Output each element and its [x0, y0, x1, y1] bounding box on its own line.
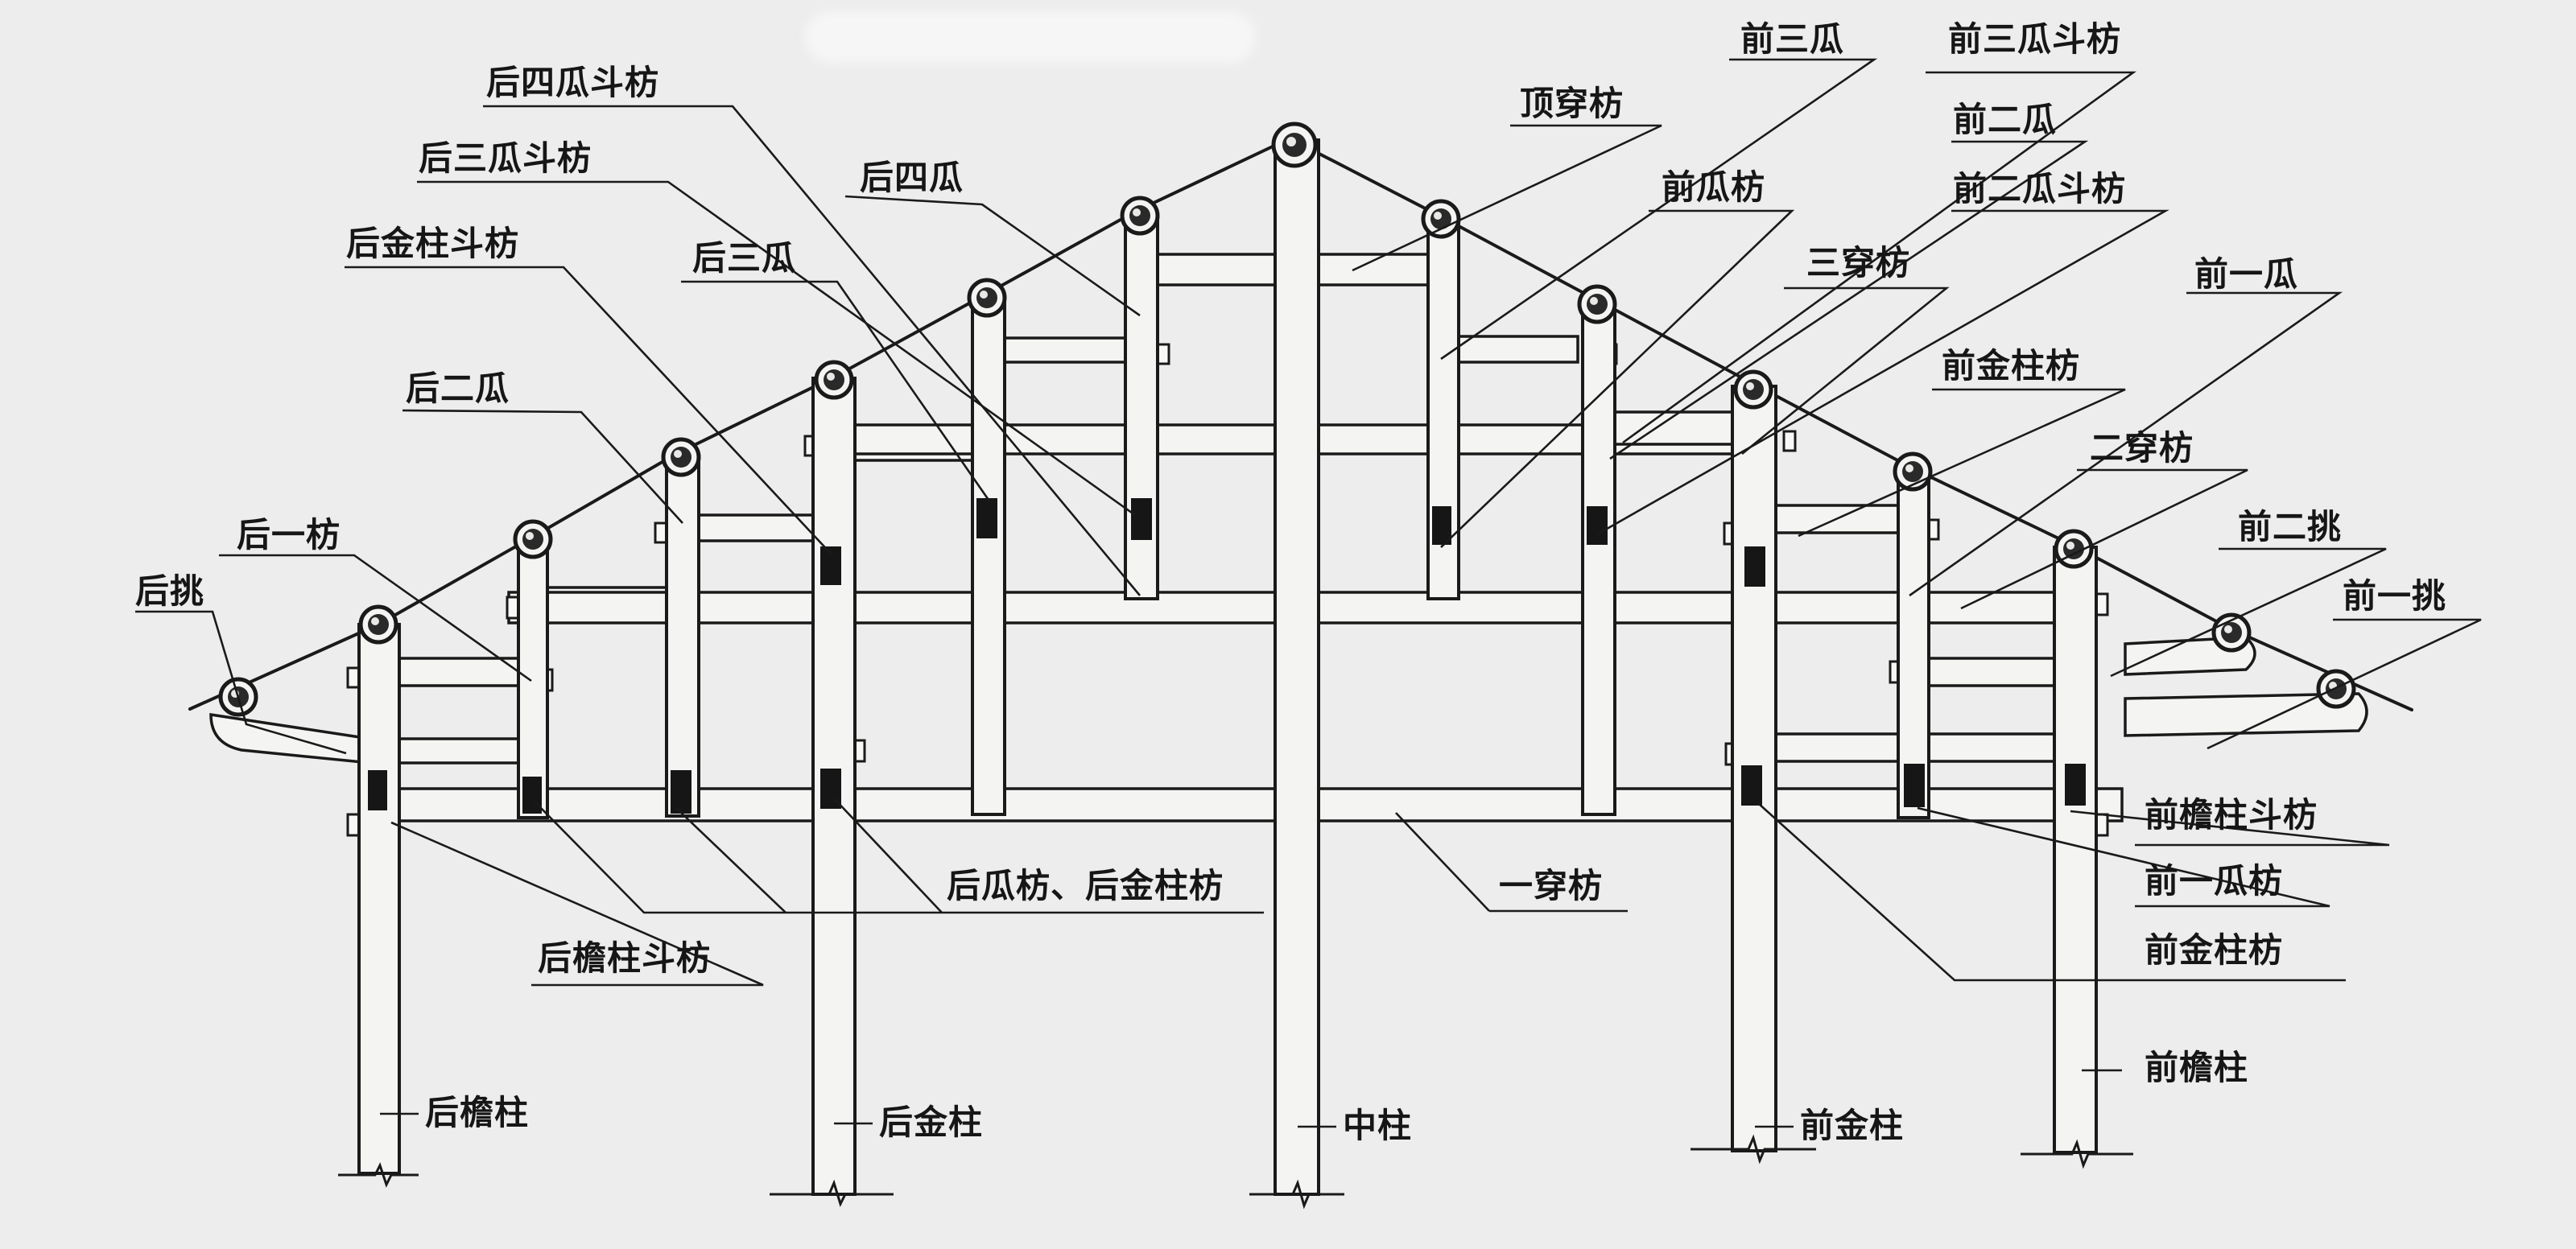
purlin-hou-san-gua	[967, 278, 1007, 318]
mortise-marks	[368, 498, 2086, 814]
label-hou-jin-zhu: 后金柱	[879, 1103, 984, 1142]
purlin-hou-jin	[814, 360, 854, 400]
label-hou-tiao: 后挑	[135, 571, 205, 611]
label-qian-yi-gua-fang: 前一瓜枋	[2145, 861, 2284, 901]
purlin-qian-san-gua	[1577, 284, 1617, 324]
rear-beam-f	[1003, 336, 1127, 364]
label-qian-er-gua: 前二瓜	[1953, 100, 2058, 139]
purlin-hou-yan	[358, 604, 398, 645]
label-hou-si-gua: 后四瓜	[860, 158, 964, 197]
paper-smudge	[805, 11, 1256, 63]
label-zhong-zhu: 中柱	[1343, 1106, 1413, 1145]
hou-jin-zhu-post	[811, 377, 857, 1196]
hou-yan-zhu-post	[357, 623, 401, 1175]
label-qian-gua-fang: 前瓜枋	[1662, 167, 1766, 207]
label-qian-yi-tiao: 前一挑	[2343, 576, 2447, 616]
hou-er-gua-post	[665, 454, 700, 818]
label-qian-jin-zhu-fang-lower: 前金柱枋	[2145, 930, 2284, 970]
front-beam-e	[1771, 732, 1906, 763]
label-hou-er-gua: 后二瓜	[406, 369, 510, 408]
yi-chuan-fang-beam	[374, 787, 2124, 822]
roof-slope-lines	[188, 137, 2413, 711]
purlin-hou-yi-gua	[513, 519, 553, 559]
purlin-ridge	[1271, 122, 1318, 168]
rear-tie-beams	[374, 336, 1127, 816]
label-hou-yan-zhu: 后檐柱	[425, 1093, 530, 1132]
label-hou-san-gua-dou-fang: 后三瓜斗枋	[419, 138, 592, 178]
purlin-hou-si-gua	[1120, 196, 1160, 236]
ground-break-marks	[338, 1134, 2133, 1210]
qian-san-gua-post	[1581, 301, 1616, 816]
front-one-tiao-beam	[2124, 692, 2368, 737]
hou-si-gua-post	[1124, 212, 1159, 600]
label-qian-yan-zhu-dou-fang: 前檐柱斗枋	[2145, 795, 2318, 835]
label-ding-chuan-fang: 顶穿枋	[1520, 84, 1624, 123]
front-beam-f	[1924, 732, 2056, 763]
front-beam-d	[1924, 657, 2056, 687]
purlin-qian-er-tiao	[2211, 612, 2252, 653]
hou-san-gua-post	[971, 295, 1006, 816]
purlin-qian-si-gua	[1421, 199, 1461, 239]
label-hou-gua-fang-hou-jin-zhu-fang: 后瓜枋、后金柱枋	[947, 866, 1224, 905]
rear-beam-d	[697, 513, 815, 542]
front-roof-slope	[1288, 137, 2413, 711]
purlins	[218, 122, 2356, 717]
purlin-hou-er-gua	[661, 437, 701, 477]
leader-lines	[135, 58, 2482, 1128]
label-hou-si-gua-dou-fang: 后四瓜斗枋	[486, 63, 660, 102]
label-qian-jin-zhu-fang-upper: 前金柱枋	[1942, 346, 2081, 385]
label-hou-yi-fang: 后一枋	[237, 515, 341, 554]
label-qian-yi-gua: 前一瓜	[2194, 254, 2299, 294]
label-er-chuan-fang: 二穿枋	[2090, 428, 2194, 468]
label-qian-er-tiao: 前二挑	[2238, 507, 2343, 546]
zhong-zhu-post	[1274, 138, 1320, 1196]
label-hou-yan-zhu-dou-fang: 后檐柱斗枋	[538, 938, 712, 978]
label-qian-san-gua: 前三瓜	[1740, 19, 1845, 59]
label-hou-san-gua: 后三瓜	[692, 238, 797, 278]
label-qian-jin-zhu: 前金柱	[1800, 1106, 1905, 1145]
label-qian-yan-zhu: 前檐柱	[2145, 1048, 2249, 1087]
label-hou-jin-zhu-dou-fang: 后金柱斗枋	[346, 224, 520, 263]
label-qian-er-gua-dou-fang: 前二瓜斗枋	[1953, 169, 2127, 208]
rear-roof-slope	[188, 137, 1291, 711]
label-qian-san-gua-dou-fang: 前三瓜斗枋	[1948, 19, 2122, 59]
hou-yi-gua-post	[517, 536, 549, 819]
label-san-chuan-fang: 三穿枋	[1806, 243, 1911, 282]
label-yi-chuan-fang: 一穿枋	[1499, 866, 1604, 905]
eave-beams	[209, 636, 2368, 765]
purlin-qian-jin	[1733, 369, 1773, 410]
posts	[357, 138, 2098, 1196]
rear-tiao-beam	[209, 712, 372, 765]
front-tie-beams	[1435, 335, 2056, 763]
